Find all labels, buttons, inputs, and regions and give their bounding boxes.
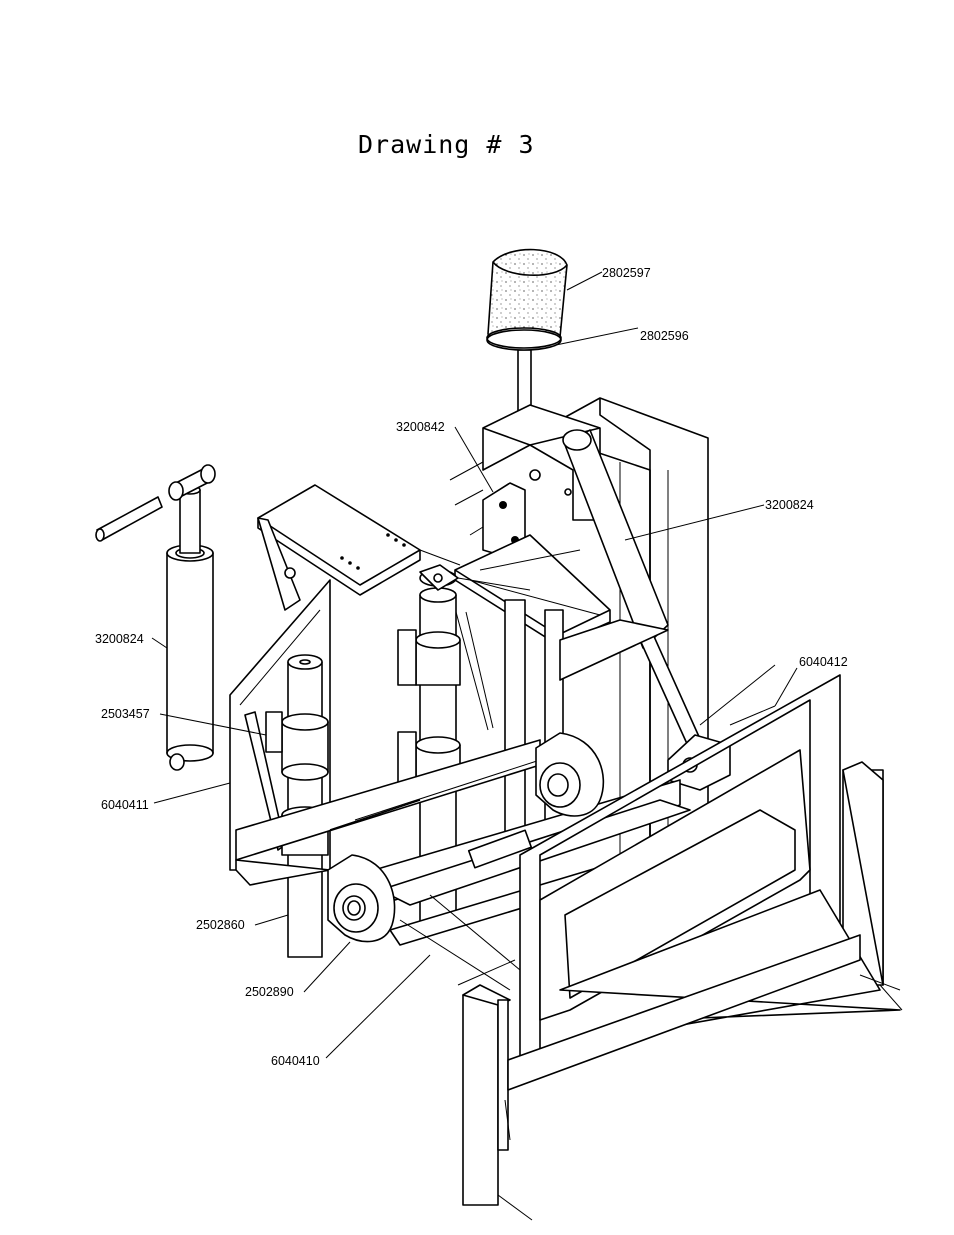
- callout-2502890: 2502890: [245, 985, 294, 999]
- seat-pad: [487, 250, 567, 350]
- leader-6040410: [326, 955, 430, 1058]
- callout-3200842: 3200842: [396, 420, 445, 434]
- upper-bracket: [450, 405, 600, 555]
- callout-3200824-right: 3200824: [765, 498, 814, 512]
- callout-2502860: 2502860: [196, 918, 245, 932]
- callout-6040412: 6040412: [799, 655, 848, 669]
- gas-spring-separate: [96, 465, 215, 770]
- callout-6040410: 6040410: [271, 1054, 320, 1068]
- callout-2802596: 2802596: [640, 329, 689, 343]
- seat-frame: [455, 535, 610, 645]
- leader-3200824-left: [152, 638, 167, 648]
- leader-2802597: [567, 272, 602, 290]
- leader-2802596: [556, 328, 638, 345]
- callout-6040411: 6040411: [101, 798, 149, 812]
- callout-2802597: 2802597: [602, 266, 651, 280]
- leader-6040411: [154, 783, 230, 803]
- callout-3200824-left: 3200824: [95, 632, 144, 646]
- leader-2502860: [255, 915, 288, 925]
- callout-2503457: 2503457: [101, 707, 150, 721]
